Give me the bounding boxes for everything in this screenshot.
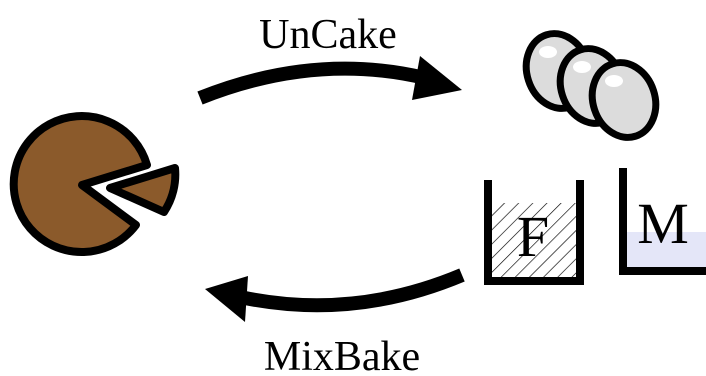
cake-slice-icon: [106, 164, 180, 216]
mixbake-label: MixBake: [264, 334, 420, 376]
arrow-right-icon: [197, 56, 462, 105]
cake-icon: [9, 112, 151, 257]
milk-jar-icon: M: [619, 168, 706, 275]
flour-jar-label: F: [517, 204, 549, 269]
milk-jar-label: M: [637, 191, 689, 256]
uncake-label: UnCake: [259, 12, 397, 58]
egg-icon: [588, 59, 660, 141]
arrow-left-icon: [205, 268, 465, 322]
flour-jar-icon: F: [484, 180, 584, 285]
